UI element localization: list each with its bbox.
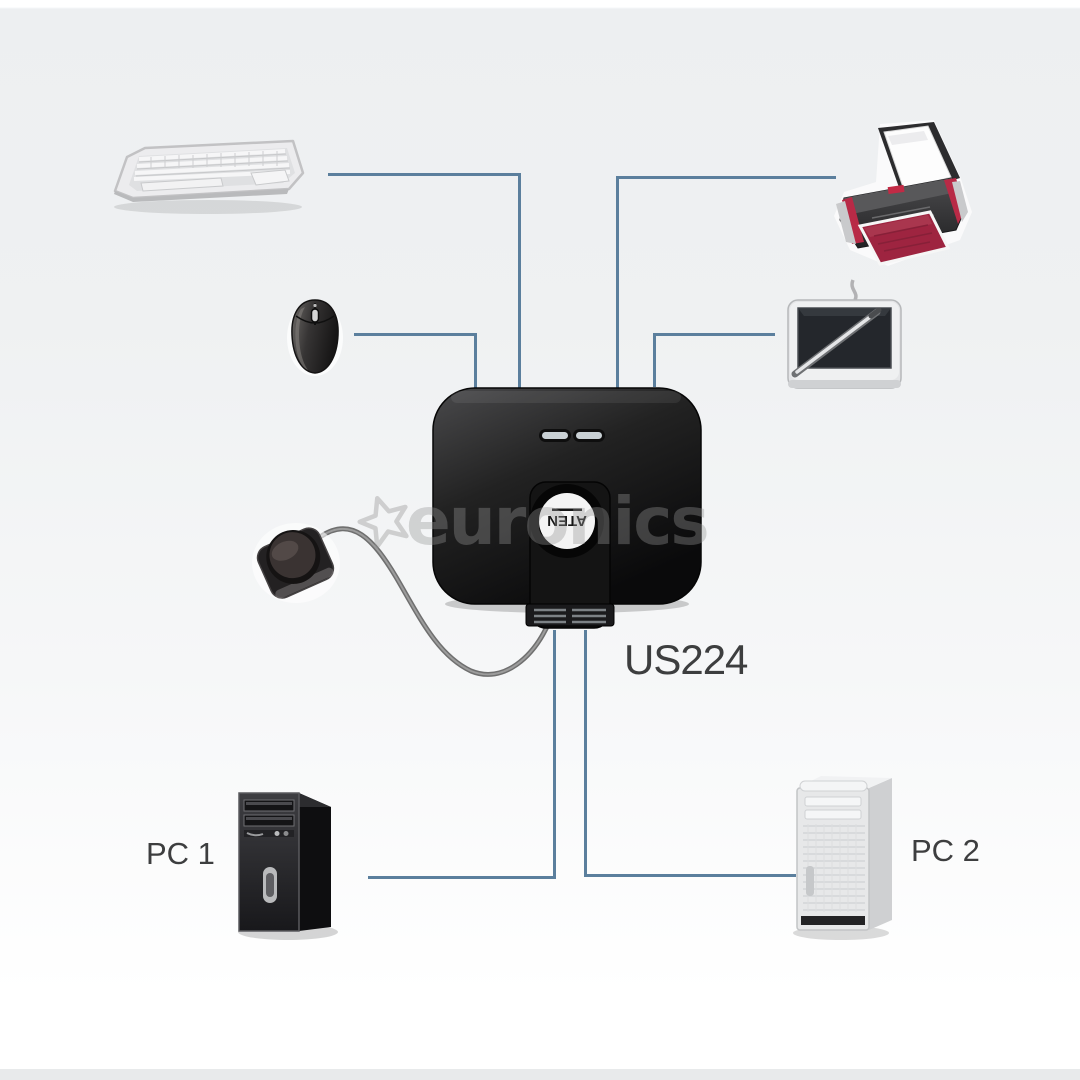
pc2-label: PC 2 <box>911 833 980 868</box>
line-mouse-vertical <box>474 333 477 391</box>
line-pc1-horizontal <box>368 876 556 879</box>
line-printer-vertical <box>616 176 619 388</box>
graphics-tablet-illustration <box>787 279 902 389</box>
line-tablet-vertical <box>653 333 656 387</box>
printer-illustration <box>834 120 972 266</box>
star-outline-icon <box>357 495 409 549</box>
line-mouse-horizontal <box>354 333 477 336</box>
line-keyboard-vertical <box>518 173 521 391</box>
aten-logo-text: ATEN <box>547 512 587 529</box>
line-pc1-vertical <box>553 630 556 879</box>
port-leds <box>539 429 605 442</box>
image-bottom-border <box>0 1069 1080 1080</box>
pc1-tower-illustration <box>238 792 338 940</box>
line-keyboard-horizontal <box>328 173 521 176</box>
line-pc2-vertical <box>584 630 587 877</box>
mouse-illustration <box>287 299 343 376</box>
model-label: US224 <box>624 636 748 683</box>
line-pc2-horizontal <box>584 874 796 877</box>
pc1-label: PC 1 <box>146 836 215 871</box>
remote-port-selector-button <box>252 523 340 603</box>
aten-logo: ATEN <box>547 508 587 529</box>
us224-switch-illustration: ATEN <box>432 387 702 629</box>
pc2-tower-illustration <box>793 776 892 940</box>
line-printer-horizontal <box>616 176 836 179</box>
cable-ports <box>525 603 615 627</box>
keyboard-illustration <box>113 139 305 214</box>
line-tablet-horizontal <box>653 333 775 336</box>
